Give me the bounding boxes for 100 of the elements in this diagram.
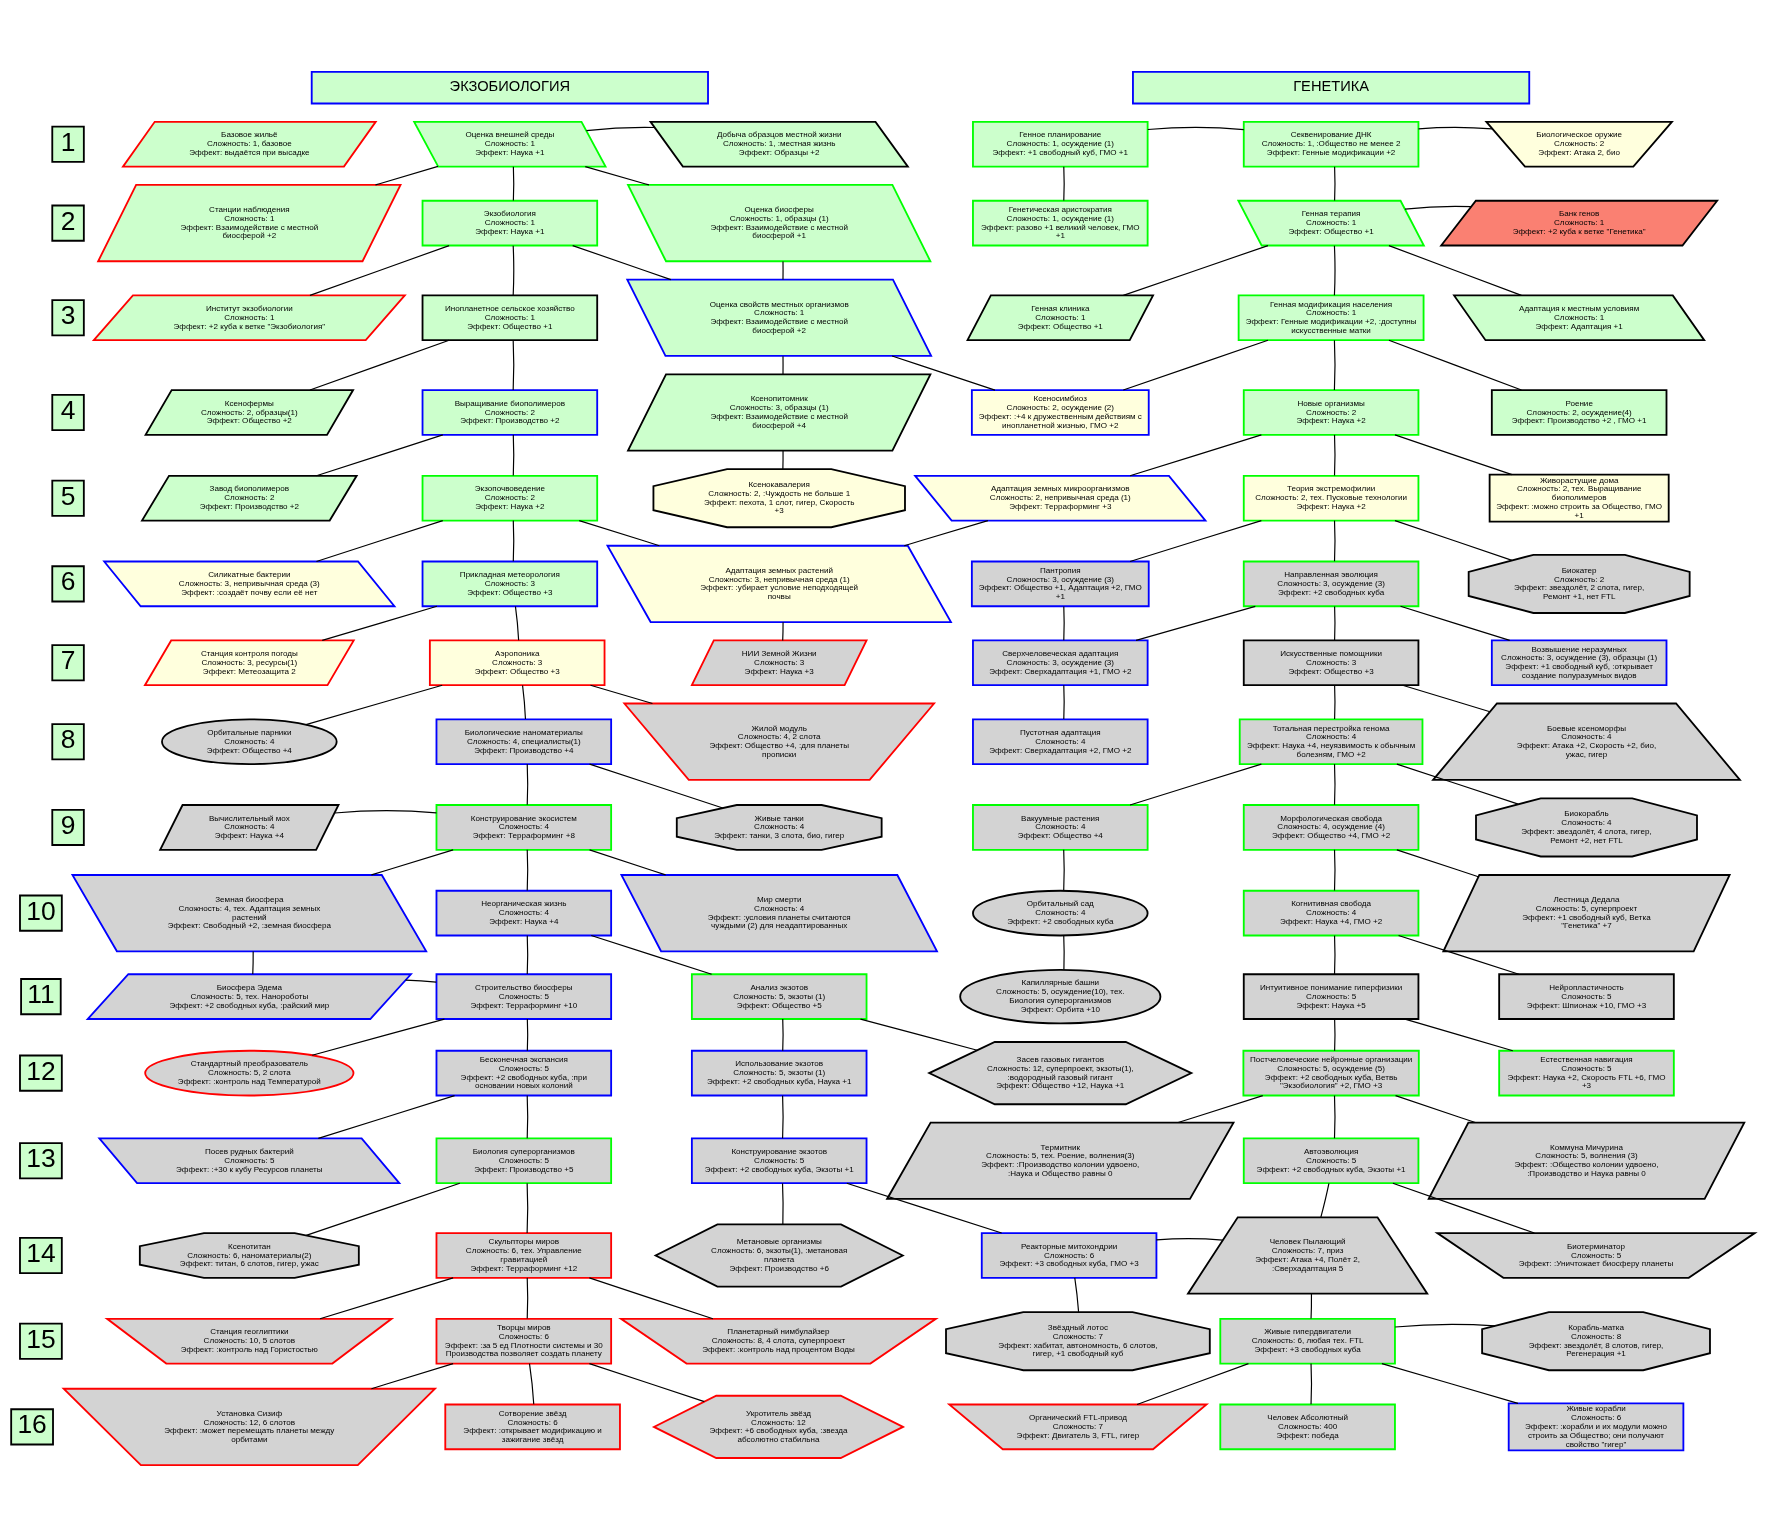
- node-box: Когнитивная свобода Сложность: 4 Эффект: Наука +4, ГМО +2: [1242, 889, 1420, 937]
- connector: [588, 1277, 714, 1320]
- connector: [1388, 339, 1523, 391]
- node-box: Генетическая аристократия Сложность: 1, осуждение (1) Эффект: разово +1 великий человек, ГМО +1: [972, 199, 1149, 247]
- connector: [1333, 849, 1336, 892]
- node-box: Нейропластичность Сложность: 5 Эффект: Шпионаж +10, ГМО +3: [1498, 973, 1675, 1020]
- connector: [512, 434, 515, 477]
- node-box: 8: [51, 723, 85, 761]
- connector: [781, 1182, 784, 1225]
- node-box: Сверхчеловеческая адаптация Сложность: 3, осуждение (3) Эффект: Сверхадаптация +1, ГМО +2: [972, 639, 1149, 687]
- connector: [578, 520, 660, 547]
- connector: [572, 245, 672, 281]
- node-box: Аэропоника Сложность: 3 Эффект: Общество +3: [428, 639, 606, 687]
- connector: [1320, 1182, 1330, 1218]
- node-box: Экзобиология Сложность: 1 Эффект: Наука +1: [421, 199, 599, 247]
- connector: [1417, 126, 1493, 130]
- connector: [514, 605, 520, 641]
- node-box: 2: [51, 204, 85, 242]
- node-box: Искусственные помощники Сложность: 3 Эффект: Общество +3: [1242, 639, 1420, 687]
- connector: [526, 1018, 529, 1052]
- connector: [374, 165, 439, 186]
- node-box: ЭКЗОБИОЛОГИЯ: [310, 71, 709, 105]
- connector: [1334, 605, 1336, 641]
- node-box: 7: [51, 644, 85, 682]
- connector: [512, 245, 515, 296]
- connector: [319, 1277, 454, 1320]
- connector: [370, 849, 454, 876]
- node-box: Творцы миров Сложность: 6 Эффект: :за 5 ед Плотности системы и 30 Производства позволяет создать планету: [435, 1317, 613, 1365]
- connector: [1388, 245, 1523, 296]
- connector: [1063, 605, 1065, 641]
- node-box: Анализ экзотов Сложность: 5, экзоты (1) Эффект: Общество +5: [690, 973, 868, 1020]
- connector: [1394, 520, 1513, 561]
- connector: [1404, 1018, 1514, 1052]
- connector: [1396, 849, 1479, 878]
- node-box: Живые корабли Сложность: 6 Эффект: :корабли и их модули можно строить за Общество; они получают свойство "гигер": [1507, 1402, 1685, 1452]
- node-box: Генное планирование Сложность: 1, осуждение (1) Эффект: +1 свободный куб, ГМО +1: [972, 120, 1149, 168]
- node-box: Пустотная адаптация Сложность: 4 Эффект: Сверхадаптация +2, ГМО +2: [972, 718, 1149, 765]
- connector: [526, 1095, 529, 1139]
- node-box: Неорганическая жизнь Сложность: 4 Эффект: Наука +4: [435, 889, 613, 937]
- node-box: Конструирование экзотов Сложность: 5 Эффект: +2 свободных куба, Экзоты +1: [690, 1137, 868, 1185]
- node-box: Прикладная метеорология Сложность: 3 Эффект: Общество +3: [421, 560, 599, 608]
- node-box: Морфологическая свобода Сложность: 4, осуждение (4) Эффект: Общество +4, ГМО +2: [1242, 804, 1420, 851]
- node-box: Новые организмы Сложность: 2 Эффект: Наука +2: [1242, 389, 1420, 436]
- node-box: Экзопочвоведение Сложность: 2 Эффект: Наука +2: [421, 474, 599, 522]
- node-box: 12: [19, 1054, 63, 1092]
- connector: [528, 1363, 535, 1405]
- connector: [589, 684, 654, 705]
- connector: [526, 1182, 529, 1234]
- connector: [782, 1095, 784, 1139]
- node-box: Естественная навигация Сложность: 5 Эффект: Наука +2, Скорость FTL +6, ГМО +3: [1498, 1049, 1675, 1097]
- connector: [903, 520, 989, 547]
- connector: [317, 1095, 456, 1139]
- node-box: Выращивание биополимеров Сложность: 2 Эффект: Производство +2: [421, 389, 599, 436]
- connector: [1310, 1363, 1313, 1405]
- connector: [512, 520, 515, 562]
- node-box: Живые гипердвигатели Сложность: 6, любая тех. FTL Эффект: +3 свободных куба: [1219, 1317, 1396, 1365]
- node-ellipse: Капиллярные башни Сложность: 5, осуждение(10), тех. Биология суперорганизмов Эффект: Орбита +10: [959, 968, 1162, 1025]
- connector: [1394, 434, 1513, 476]
- node-box: Теория экстремофилии Сложность: 2, тех. Пусковые технологии Эффект: Наука +2: [1242, 474, 1420, 522]
- connector: [315, 520, 444, 563]
- connector: [1129, 434, 1262, 477]
- node-box: Бесконечная экспансия Сложность: 5 Эффект: +2 свободных куба, :при основании новых колоний: [435, 1049, 613, 1097]
- node-ellipse: Орбитальный сад Сложность: 4 Эффект: +2 свободных куба: [972, 889, 1149, 937]
- connector: [1333, 935, 1336, 975]
- node-box: 11: [20, 978, 62, 1016]
- node-box: Автоэволюция Сложность: 5 Эффект: +2 свободных куба, Экзоты +1: [1242, 1137, 1420, 1185]
- connector: [309, 245, 450, 296]
- connector: [309, 339, 450, 391]
- node-box: Ксеносимбиоз Сложность: 2, осуждение (2) Эффект: :+4 к дружественным действиям с инопланетной жизнью, ГМО +2: [970, 389, 1150, 436]
- node-box: Роение Сложность: 2, осуждение(4) Эффект: Производство +2 , ГМО +1: [1490, 389, 1668, 436]
- connector: [1129, 763, 1262, 806]
- connector: [1392, 1182, 1535, 1234]
- node-box: 5: [51, 479, 85, 517]
- node-box: Направленная эволюция Сложность: 3, осуждение (3) Эффект: +2 свободных куба: [1242, 560, 1420, 608]
- connector: [305, 1182, 461, 1236]
- connector: [584, 166, 650, 186]
- connector: [1396, 763, 1519, 805]
- connector: [782, 621, 784, 641]
- connector: [526, 849, 529, 892]
- node-box: Использование экзотов Сложность: 5, экзоты (1) Эффект: +2 свободных куба, Наука +1: [690, 1049, 868, 1097]
- connector: [522, 684, 527, 720]
- node-box: 1: [51, 125, 85, 163]
- node-box: 4: [51, 393, 85, 431]
- connector: [1147, 126, 1245, 131]
- connector: [1074, 1277, 1080, 1313]
- connector: [252, 950, 254, 975]
- node-box: Пантропия Сложность: 3, осуждение (3) Эффект: Общество +1, Адаптация +2, ГМО +1: [970, 560, 1150, 608]
- connector: [321, 605, 438, 641]
- connector: [589, 849, 667, 876]
- node-box: Живорастущие дома Сложность: 2, тех. Выращивание биополимеров Эффект: :можно строить за Общество, ГМО +1: [1488, 473, 1670, 523]
- connector: [1063, 684, 1065, 720]
- node-box: Реакторные митохондрии Сложность: 6 Эффект: +3 свободных куба, ГМО +3: [980, 1232, 1158, 1279]
- connector: [370, 1363, 454, 1390]
- connector: [782, 1018, 784, 1052]
- connector: [526, 935, 529, 975]
- connector: [1136, 1363, 1250, 1406]
- node-ellipse: Стандартный преобразователь Сложность: 5, 2 слота Эффект: :контроль над Температурой: [144, 1049, 355, 1097]
- connector: [305, 684, 443, 726]
- node-box: Биология суперорганизмов Сложность: 5 Эффект: Производство +5: [435, 1137, 613, 1185]
- node-box: 13: [19, 1142, 63, 1180]
